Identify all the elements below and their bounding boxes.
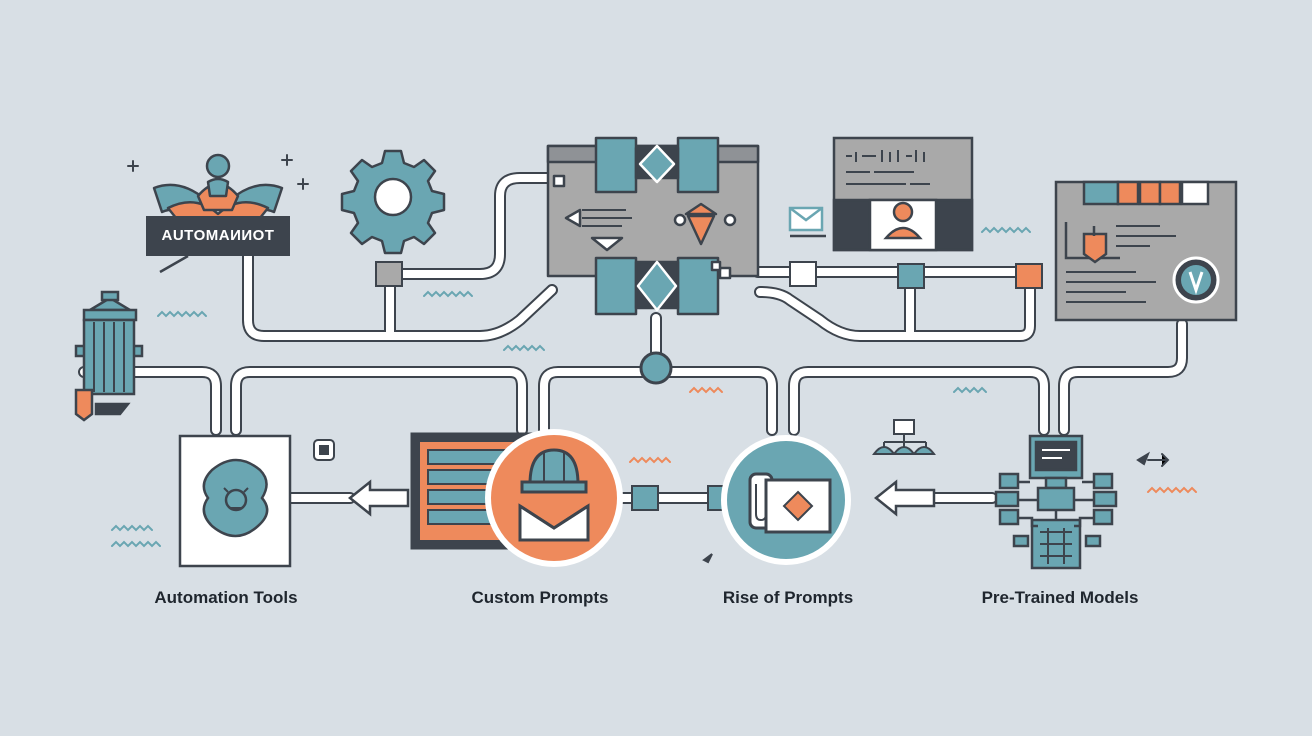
stage-label-rise-of-prompts: Rise of Prompts (722, 588, 854, 607)
connector-lines (78, 172, 1188, 504)
automation-figure-icon (152, 153, 284, 274)
hardhat-worker-icon (485, 429, 623, 567)
pillar-icon (74, 290, 144, 422)
stage-label-pre-trained-models: Pre-Trained Models (981, 588, 1139, 607)
pre-trained-model-robot-icon (994, 434, 1118, 570)
profile-window-icon (832, 136, 974, 252)
document-window-icon (1054, 180, 1238, 322)
rise-of-prompts-folder-icon (721, 435, 851, 565)
left-arrow-icon (347, 479, 410, 517)
automation-badge-label: AUTOMAИИOT (148, 218, 288, 254)
envelope-icon (788, 206, 826, 238)
gear-icon (340, 149, 446, 255)
stage-label-custom-prompts: Custom Prompts (471, 588, 609, 607)
workflow-panel-icon (546, 136, 760, 316)
sparkle-decorations (127, 154, 1170, 564)
org-chart-icon (872, 419, 936, 455)
junction-nodes (375, 261, 1043, 511)
left-arrow-icon-2 (873, 479, 936, 517)
small-document-icon (313, 439, 335, 461)
stage-label-automation-tools: Automation Tools (154, 588, 298, 607)
automation-tools-card-icon (178, 434, 292, 568)
chevron-decorations (111, 226, 1197, 548)
